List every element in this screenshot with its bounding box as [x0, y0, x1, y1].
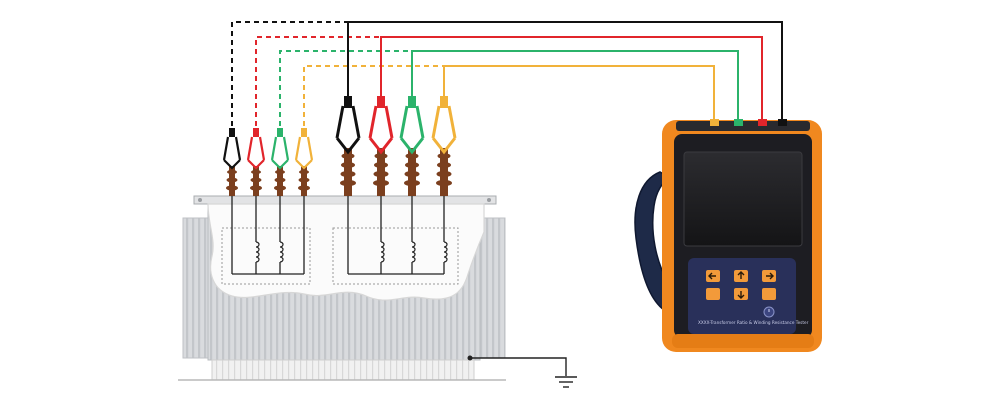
device-panel-label: XXXX-Transformer Ratio & Winding Resista…	[698, 320, 809, 325]
hv-solid-leads	[347, 21, 783, 125]
radiator-right	[476, 217, 506, 359]
hv-clamp-black	[335, 96, 361, 155]
winding-coils	[255, 241, 448, 263]
arrow-right-icon[interactable]	[762, 270, 776, 282]
lv-lead-red	[255, 36, 381, 135]
hv-clamp-red	[368, 96, 394, 155]
device-bottom-bumper	[672, 334, 814, 348]
hv-bushing-1	[340, 148, 356, 196]
hv-bushing-2	[373, 148, 389, 196]
enter-key-icon[interactable]	[762, 288, 776, 300]
connector-sockets	[710, 119, 787, 126]
ground-connection	[470, 357, 577, 388]
hv-bushing-3	[404, 148, 420, 196]
lv-clamp-red	[246, 128, 266, 170]
lv-lead-black	[231, 21, 348, 135]
keypad	[706, 270, 776, 318]
lead-green	[411, 50, 739, 125]
tester-device: XXXX-Transformer Ratio & Winding Resista…	[634, 119, 822, 352]
low-voltage-winding-frame	[221, 227, 311, 285]
lv-bushing-2	[250, 166, 262, 196]
transformer-base	[211, 359, 475, 381]
cancel-key-icon[interactable]	[706, 288, 720, 300]
ground-terminal	[467, 355, 473, 361]
device-screen	[683, 151, 803, 247]
hv-clamp-yellow	[431, 96, 457, 155]
lv-clamp-yellow	[294, 128, 314, 170]
power-transformer	[178, 195, 577, 388]
lead-black	[347, 21, 783, 125]
hv-clamps	[335, 96, 457, 155]
lv-clamps	[222, 128, 314, 170]
winding-conductors	[231, 196, 445, 275]
lv-bushing-4	[298, 166, 310, 196]
high-voltage-winding-frame	[332, 227, 459, 285]
lv-clamp-green	[270, 128, 290, 170]
transformer-cover	[193, 195, 497, 205]
lead-red	[380, 36, 763, 125]
lv-bushing-1	[226, 166, 238, 196]
hv-clamp-green	[399, 96, 425, 155]
bushings	[226, 148, 452, 196]
hv-bushing-4	[436, 148, 452, 196]
lv-clamp-black	[222, 128, 242, 170]
arrow-down-icon[interactable]	[734, 288, 748, 300]
lv-lead-yellow	[303, 65, 444, 135]
lv-dashed-leads	[231, 21, 444, 135]
power-button-icon[interactable]	[763, 306, 775, 318]
arrow-up-icon[interactable]	[734, 270, 748, 282]
lv-lead-green	[279, 50, 412, 135]
arrow-left-icon[interactable]	[706, 270, 720, 282]
lv-bushing-3	[274, 166, 286, 196]
lead-yellow	[443, 65, 715, 125]
cutaway-interior	[207, 203, 485, 301]
